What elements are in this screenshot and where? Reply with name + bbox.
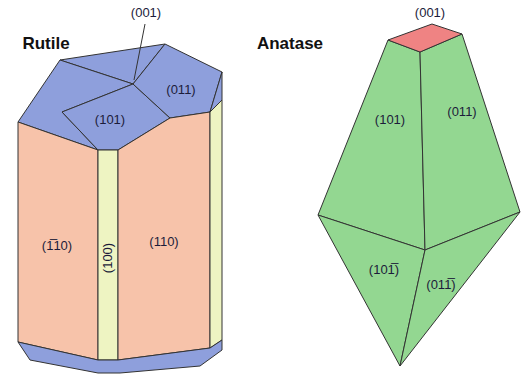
crystal-title: Anatase — [257, 35, 323, 54]
face-label: (011) — [166, 83, 195, 97]
face-label: (011̅) — [426, 278, 455, 292]
crystal-title: Rutile — [22, 35, 69, 54]
face-label: (110) — [149, 235, 178, 249]
face-label: (101) — [95, 113, 125, 127]
rutile-side-face — [210, 100, 222, 348]
rutile-1-10-face — [18, 122, 98, 360]
anatase-001-face — [388, 24, 462, 52]
anatase-101-face — [318, 40, 425, 250]
rutile-011-face — [133, 44, 222, 118]
face-label: (001) — [131, 6, 161, 20]
face-label: (101) — [375, 113, 405, 127]
anatase-crystal — [318, 24, 520, 366]
leader-line — [134, 24, 145, 80]
rutile-bottom-face — [18, 340, 222, 373]
face-label: (100) — [101, 243, 115, 273]
rutile-100-face — [98, 150, 118, 360]
rutile-crystal — [18, 24, 222, 373]
face-label: (101̅) — [369, 263, 399, 277]
face-label: (001) — [415, 6, 445, 20]
anatase-01-1-face — [400, 212, 520, 366]
face-label: (011) — [447, 105, 476, 119]
rutile-110-face — [118, 112, 210, 360]
face-label: (1̅10) — [42, 239, 72, 253]
